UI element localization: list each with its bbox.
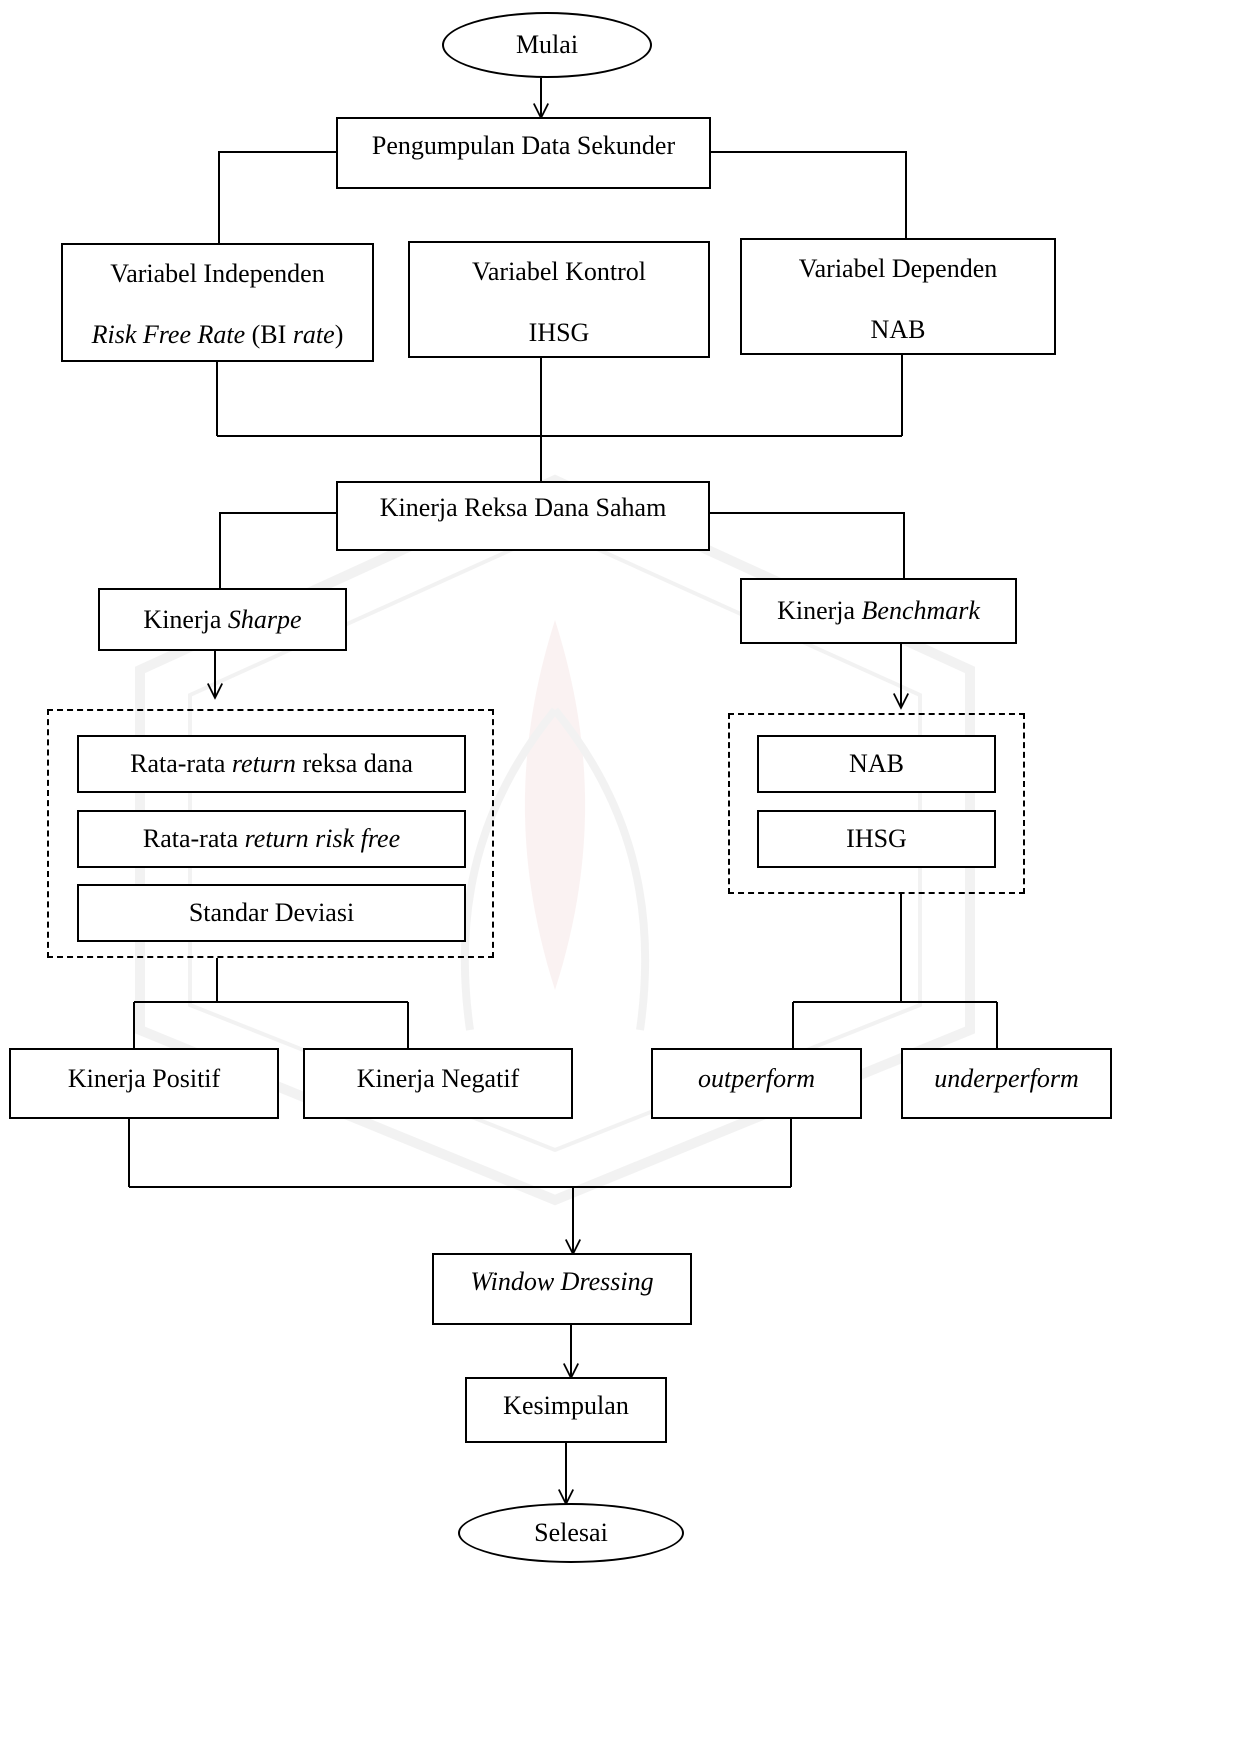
- sharpe-item2-pre: Rata-rata: [142, 824, 245, 853]
- connector-lines: [128, 78, 998, 1568]
- independent-variable-value: Risk Free Rate (BI rate): [63, 320, 372, 350]
- outperform-label: outperform: [698, 1064, 815, 1093]
- sharpe-italic: Sharpe: [227, 604, 302, 634]
- positive-performance-box: Kinerja Positif: [9, 1048, 279, 1119]
- sharpe-item-average-risk-free-return: Rata-rata return risk free: [77, 810, 466, 868]
- sharpe-components-group: [47, 709, 494, 958]
- sharpe-item-standard-deviation: Standar Deviasi: [77, 884, 466, 942]
- window-dressing-label: Window Dressing: [470, 1267, 654, 1296]
- dependent-variable-box: Variabel Dependen NAB: [740, 238, 1056, 355]
- sharpe-performance-box: Kinerja Sharpe: [98, 588, 347, 651]
- sharpe-item-average-fund-return: Rata-rata return reksa dana: [77, 735, 466, 793]
- benchmark-performance-box: Kinerja Benchmark: [740, 578, 1017, 644]
- sharpe-item1-italic: return: [231, 749, 296, 778]
- start-terminal: Mulai: [442, 12, 652, 78]
- conclusion-box: Kesimpulan: [465, 1377, 667, 1443]
- independent-variable-box: Variabel Independen Risk Free Rate (BI r…: [61, 243, 374, 362]
- underperform-label: underperform: [934, 1064, 1079, 1093]
- risk-free-rate-italic: Risk Free Rate: [91, 320, 246, 349]
- benchmark-prefix: Kinerja: [777, 596, 862, 625]
- benchmark-item-nab: NAB: [757, 735, 996, 793]
- sharpe-item2-italic: return risk free: [244, 824, 401, 853]
- sharpe-item1-post: reksa dana: [295, 749, 413, 778]
- bi-text: (BI: [245, 320, 293, 349]
- end-terminal: Selesai: [458, 1503, 684, 1563]
- benchmark-components-group: [728, 713, 1025, 894]
- sharpe-prefix: Kinerja: [143, 604, 228, 634]
- underperform-box: underperform: [901, 1048, 1112, 1119]
- independent-variable-title: Variabel Independen: [110, 259, 325, 288]
- benchmark-item-ihsg: IHSG: [757, 810, 996, 868]
- negative-performance-box: Kinerja Negatif: [303, 1048, 573, 1119]
- control-variable-value: IHSG: [528, 318, 590, 347]
- dependent-variable-title: Variabel Dependen: [798, 254, 998, 283]
- sharpe-item1-pre: Rata-rata: [130, 749, 232, 778]
- control-variable-title: Variabel Kontrol: [471, 257, 646, 286]
- rate-italic: rate: [292, 320, 335, 349]
- university-seal-watermark: [135, 474, 975, 1206]
- dependent-variable-value: NAB: [870, 315, 926, 344]
- control-variable-box: Variabel Kontrol IHSG: [408, 241, 710, 358]
- window-dressing-box: Window Dressing: [432, 1253, 692, 1325]
- data-collection-box: Pengumpulan Data Sekunder: [336, 117, 711, 189]
- paren-close: ): [334, 320, 344, 349]
- fund-performance-box: Kinerja Reksa Dana Saham: [336, 481, 710, 551]
- benchmark-italic: Benchmark: [861, 596, 980, 625]
- outperform-box: outperform: [651, 1048, 862, 1119]
